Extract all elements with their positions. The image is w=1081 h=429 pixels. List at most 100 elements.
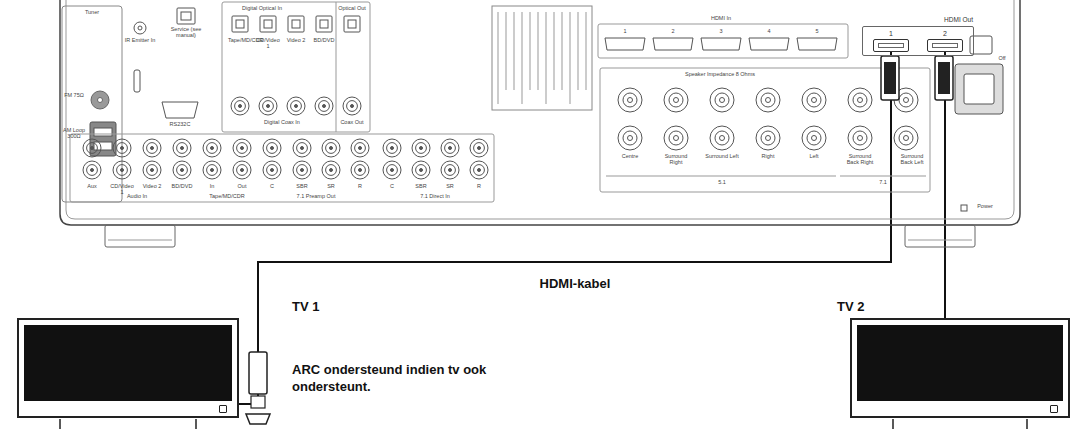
panel-label: 7.1 Direct In	[405, 194, 465, 200]
port-number: 1	[874, 30, 908, 37]
speaker-terminal-ring	[899, 93, 913, 107]
panel-label: 3	[716, 29, 726, 35]
rca-jack-ring	[147, 165, 158, 176]
rca-jack-pin	[121, 169, 124, 172]
rca-jack-ring	[387, 143, 398, 154]
optical-port	[316, 16, 332, 32]
panel-label: AM Loop 300Ω	[63, 128, 85, 140]
rca-jack-ring	[319, 101, 330, 112]
rca-jack	[293, 161, 311, 179]
optical-port-door	[320, 20, 328, 28]
speaker-terminal	[756, 126, 780, 150]
rca-jack-pin	[181, 147, 184, 150]
hdmi-plug	[935, 56, 953, 100]
rca-jack-ring	[263, 101, 274, 112]
speaker-terminal-hole	[904, 136, 909, 141]
hdmi-cable	[239, 52, 891, 404]
rca-jack	[231, 97, 249, 115]
panel-label: Tuner	[77, 10, 107, 16]
ir-jack	[134, 22, 146, 34]
panel-label: 1	[620, 29, 630, 35]
speaker-terminal-ring	[807, 93, 821, 107]
panel-heading: HDMI Out	[944, 17, 973, 24]
hdmi-plug	[881, 56, 899, 100]
rca-jack	[143, 161, 161, 179]
hdmi-in-port	[749, 38, 789, 50]
speaker-terminal-ring	[669, 131, 683, 145]
rca-jack	[83, 139, 101, 157]
tv-leg	[59, 419, 61, 429]
speaker-terminal-hole	[812, 98, 817, 103]
optical-port	[344, 16, 360, 32]
tv-panel	[857, 325, 1063, 401]
panel-label: Centre	[610, 154, 650, 160]
rca-jack-ring	[416, 143, 427, 154]
panel-label: C	[379, 184, 405, 190]
speaker-terminal-hole	[904, 98, 909, 103]
rca-jack-ring	[326, 165, 337, 176]
rca-jack-ring	[237, 165, 248, 176]
optical-port-door	[348, 20, 356, 28]
rca-jack-pin	[211, 169, 214, 172]
rca-jack-pin	[151, 147, 154, 150]
rca-jack	[322, 161, 340, 179]
rca-jack	[351, 139, 369, 157]
vent-fin	[586, 12, 587, 90]
panel-label: Video 2	[138, 184, 166, 190]
rs232-port	[162, 102, 198, 118]
hdmi-in-port	[653, 38, 693, 50]
rca-jack	[113, 161, 131, 179]
rca-jack-pin	[91, 147, 94, 150]
vent-fin	[578, 12, 579, 90]
rca-jack-ring	[235, 101, 246, 112]
rca-jack	[412, 139, 430, 157]
speaker-terminal-ring	[761, 93, 775, 107]
panel-label: FM 75Ω	[64, 93, 84, 99]
panel-label: SBR	[408, 184, 434, 190]
hdmi-out-port: 2	[927, 39, 963, 52]
speaker-terminal	[848, 126, 872, 150]
rca-jack	[470, 161, 488, 179]
panel-label: 7.1 Preamp Out	[286, 194, 346, 200]
vent-fin	[530, 12, 531, 90]
rca-jack-pin	[151, 169, 154, 172]
hdmi-plug	[249, 352, 267, 394]
speaker-terminal	[664, 126, 688, 150]
rca-jack-ring	[474, 165, 485, 176]
rca-jack-pin	[359, 147, 362, 150]
speaker-terminal-hole	[628, 136, 633, 141]
cable-label: HDMI-kabel	[538, 276, 613, 293]
rca-jack-pin	[391, 147, 394, 150]
am-terminal-slot	[94, 128, 112, 136]
vent-fin	[538, 12, 539, 90]
optical-port	[232, 16, 248, 32]
rca-jack	[173, 161, 191, 179]
rca-jack	[287, 97, 305, 115]
speaker-terminal-hole	[674, 136, 679, 141]
speaker-terminal-ring	[761, 131, 775, 145]
power-indicator	[961, 205, 967, 211]
optical-port-door	[236, 20, 244, 28]
panel-label: 5	[812, 29, 822, 35]
fm-jack-core	[98, 98, 103, 103]
tv-label: TV 1	[292, 299, 319, 315]
panel-label: Surround Back Right	[845, 154, 875, 166]
rca-jack-ring	[207, 165, 218, 176]
panel-label: Surround Back Left	[899, 154, 925, 166]
rca-jack-pin	[301, 169, 304, 172]
usb-port	[177, 8, 195, 24]
speaker-terminal-ring	[669, 93, 683, 107]
rca-jack-ring	[297, 165, 308, 176]
rca-jack-ring	[347, 101, 358, 112]
speaker-terminal-ring	[715, 131, 729, 145]
panel-label: 7.1	[873, 180, 893, 186]
panel-label: HDMI In	[701, 16, 741, 22]
rca-jack-pin	[301, 147, 304, 150]
tv-leg	[892, 419, 894, 429]
panel-label: SR	[437, 184, 463, 190]
rca-jack-ring	[87, 165, 98, 176]
tv-screen: TV 2	[850, 318, 1070, 418]
rca-jack-ring	[291, 101, 302, 112]
speaker-terminal-ring	[623, 131, 637, 145]
